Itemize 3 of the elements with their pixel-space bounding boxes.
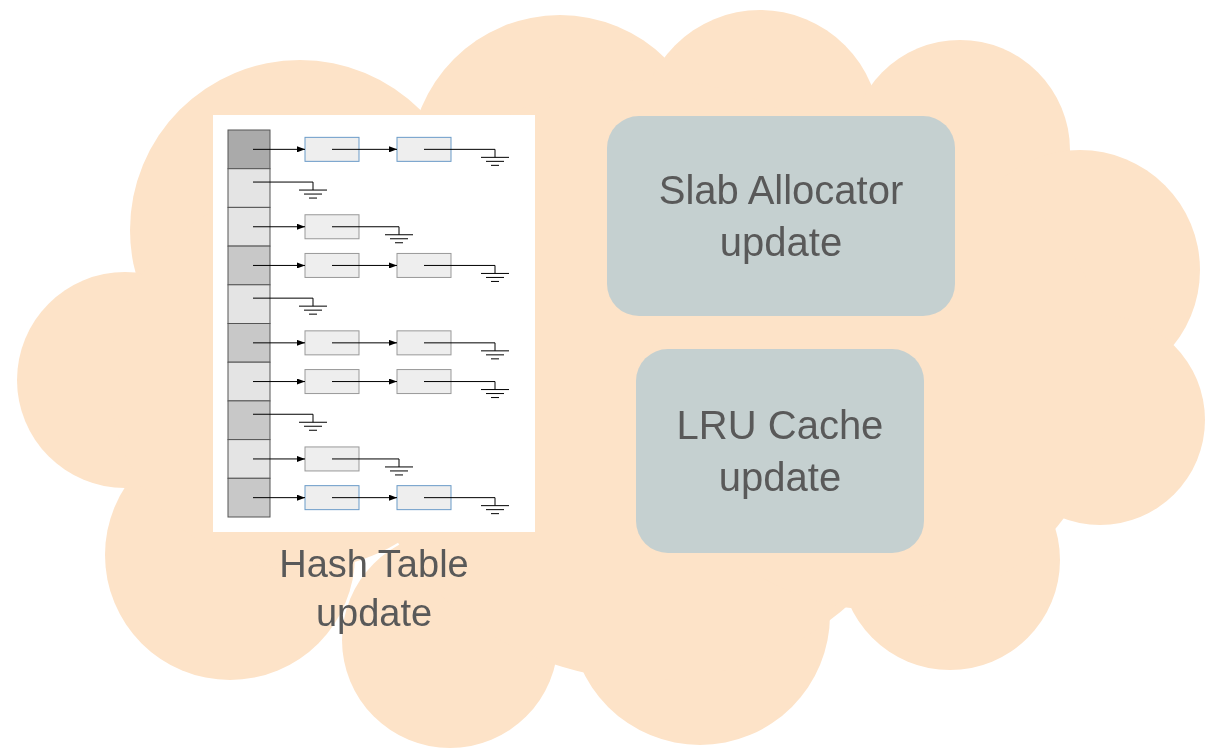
process-box: LRU Cache update [636, 349, 924, 553]
process-box: Slab Allocator update [607, 116, 955, 316]
node-label: Hash Table update [278, 542, 470, 637]
